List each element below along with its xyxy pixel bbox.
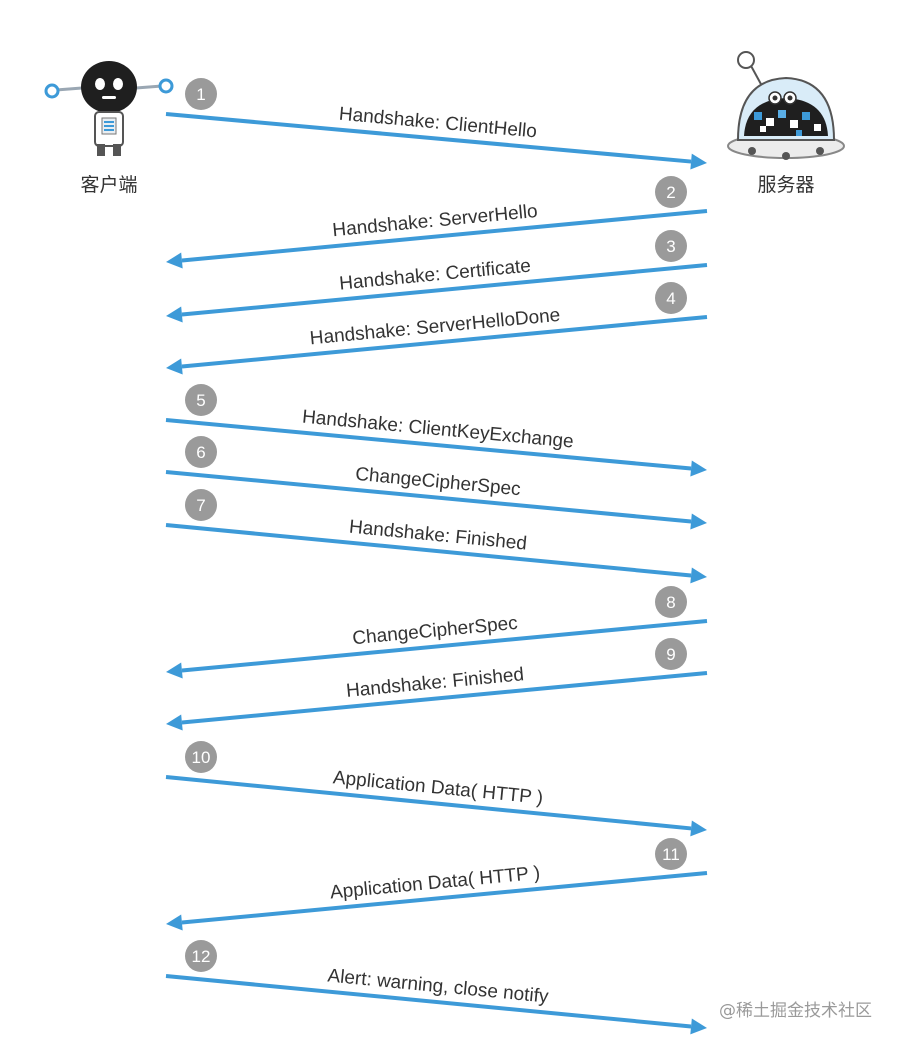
message-label: ChangeCipherSpec: [354, 464, 521, 500]
arrowhead-icon: [690, 153, 707, 170]
step-badge: [655, 638, 687, 670]
arrowhead-icon: [166, 306, 183, 323]
step-badge: [185, 940, 217, 972]
message-arrow-line: [181, 263, 708, 317]
arrowhead-icon: [690, 1018, 707, 1035]
step-badge: [655, 176, 687, 208]
message-arrow-line: [165, 775, 692, 831]
arrowhead-icon: [166, 252, 183, 269]
message-arrow-line: [165, 112, 692, 164]
message-label: Handshake: Finished: [348, 517, 528, 555]
step-number: 4: [666, 289, 675, 308]
step-number: 9: [666, 645, 675, 664]
message-label: ChangeCipherSpec: [352, 613, 519, 649]
message-arrow-line: [181, 209, 708, 263]
message-arrow-line: [181, 315, 708, 369]
arrowhead-icon: [166, 358, 183, 375]
step-number: 11: [662, 845, 680, 864]
client-label: 客户端: [80, 174, 137, 196]
arrowhead-icon: [166, 914, 183, 931]
message-arrow-line: [181, 871, 708, 925]
step-number: 1: [196, 85, 205, 104]
arrowhead-icon: [690, 460, 707, 477]
message-arrow-line: [181, 619, 708, 673]
step-badge: [185, 436, 217, 468]
step-badge: [655, 282, 687, 314]
step-number: 8: [666, 593, 675, 612]
step-badge: [655, 838, 687, 870]
arrowhead-icon: [690, 513, 707, 530]
watermark: @稀土掘金技术社区: [719, 1001, 872, 1021]
message-arrow-line: [165, 523, 692, 578]
client-robot-icon: [44, 61, 174, 156]
message-arrow-line: [165, 974, 692, 1029]
step-number: 3: [666, 237, 675, 256]
message-arrow-line: [165, 418, 692, 471]
message-arrow-line: [165, 470, 692, 524]
step-badge: [655, 230, 687, 262]
step-badge: [185, 489, 217, 521]
step-number: 6: [196, 443, 205, 462]
message-arrow-line: [181, 671, 708, 725]
server-label: 服务器: [757, 174, 814, 196]
arrowhead-icon: [690, 820, 707, 837]
step-badge: [185, 741, 217, 773]
step-badge: [655, 586, 687, 618]
step-number: 10: [192, 748, 211, 767]
step-badge: [185, 78, 217, 110]
arrowhead-icon: [166, 662, 183, 679]
step-number: 2: [666, 183, 675, 202]
message-label: Handshake: Finished: [345, 664, 525, 702]
arrowhead-icon: [166, 714, 183, 731]
step-number: 5: [196, 391, 205, 410]
step-number: 7: [196, 496, 205, 515]
server-robot-icon: [727, 51, 845, 160]
step-number: 12: [192, 947, 211, 966]
arrowhead-icon: [690, 567, 707, 584]
step-badge: [185, 384, 217, 416]
